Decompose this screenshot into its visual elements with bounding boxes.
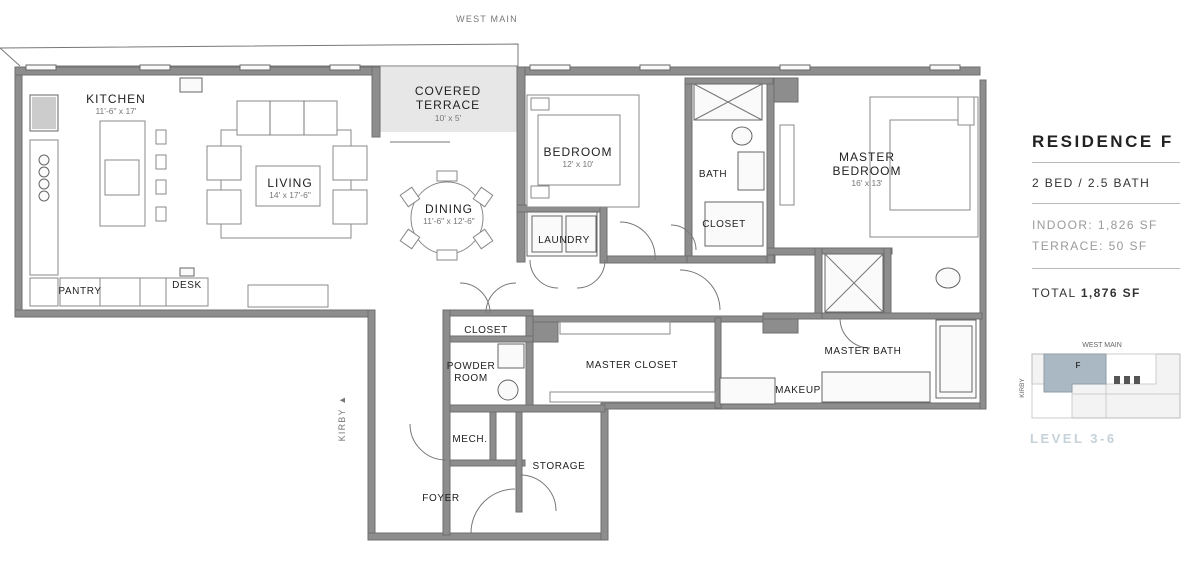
street-label-west-main: WEST MAIN <box>456 14 518 24</box>
street-label-kirby: KIRBY ▲ <box>337 395 347 442</box>
svg-text:ROOM: ROOM <box>454 373 488 384</box>
room-label-closet-hall: CLOSET <box>464 325 508 336</box>
divider <box>1032 162 1180 163</box>
svg-text:LIVING: LIVING <box>267 176 312 190</box>
room-label-desk: DESK <box>172 280 202 291</box>
laundry-appliances <box>526 211 598 257</box>
svg-text:POWDER: POWDER <box>447 361 496 372</box>
svg-text:KITCHEN: KITCHEN <box>86 92 146 106</box>
room-label-closet-bedroom: CLOSET <box>702 219 746 230</box>
key-plan: WEST MAIN KIRBY F <box>1019 342 1181 419</box>
bedroom-furniture <box>526 94 640 208</box>
keyplan-street-kirby: KIRBY <box>1019 378 1026 398</box>
svg-text:DINING: DINING <box>425 202 473 216</box>
divider <box>1032 268 1180 269</box>
room-label-master-bath: MASTER BATH <box>825 346 902 357</box>
svg-text:BEDROOM: BEDROOM <box>832 164 901 178</box>
room-label-storage: STORAGE <box>533 461 586 472</box>
keyplan-unit-highlight <box>1043 353 1107 393</box>
interior-walls <box>442 77 983 536</box>
room-label-foyer: FOYER <box>422 493 459 504</box>
dining-table <box>399 170 494 261</box>
kitchen-fixtures <box>29 77 209 307</box>
windows <box>25 64 961 71</box>
master-bath-fixtures <box>719 253 977 405</box>
svg-text:11'-6" x 12'-6": 11'-6" x 12'-6" <box>423 216 475 226</box>
residence-title: RESIDENCE F <box>1032 132 1174 151</box>
room-label-laundry: LAUNDRY <box>538 235 590 246</box>
svg-text:MASTER: MASTER <box>839 150 895 164</box>
living-furniture <box>206 100 368 308</box>
beds-baths: 2 BED / 2.5 BATH <box>1032 176 1151 190</box>
keyplan-street-west-main: WEST MAIN <box>1082 342 1122 349</box>
keyplan-unit-marker: F <box>1076 361 1081 370</box>
exterior-walls <box>14 66 987 541</box>
room-label-kitchen: KITCHEN 11'-6" x 17' <box>86 92 146 116</box>
indoor-area: INDOOR: 1,826 SF <box>1032 218 1158 232</box>
room-label-master-closet: MASTER CLOSET <box>586 360 678 371</box>
svg-text:TERRACE: TERRACE <box>416 98 480 112</box>
bath-fixtures <box>693 83 765 247</box>
master-closet-shelving <box>549 321 716 403</box>
svg-text:COVERED: COVERED <box>415 84 481 98</box>
terrace-area: TERRACE: 50 SF <box>1032 239 1148 253</box>
level-label: LEVEL 3-6 <box>1030 431 1117 446</box>
master-bedroom-furniture <box>779 96 979 238</box>
svg-text:14' x 17'-6": 14' x 17'-6" <box>269 190 311 200</box>
room-label-pantry: PANTRY <box>58 286 101 297</box>
svg-text:10' x 5': 10' x 5' <box>435 113 462 123</box>
covered-terrace-floor <box>380 67 517 132</box>
room-label-makeup: MAKEUP <box>775 385 821 396</box>
total-label: TOTAL <box>1032 286 1077 300</box>
room-label-bedroom: BEDROOM 12' x 10' <box>543 145 612 169</box>
svg-text:11'-6" x 17': 11'-6" x 17' <box>95 106 136 116</box>
total-area: TOTAL 1,876 SF <box>1032 286 1141 300</box>
room-label-living: LIVING 14' x 17'-6" <box>267 176 312 200</box>
svg-text:BEDROOM: BEDROOM <box>543 145 612 159</box>
room-label-mech: MECH. <box>452 434 487 445</box>
room-label-covered-terrace: COVERED TERRACE 10' x 5' <box>415 84 481 123</box>
room-label-bath: BATH <box>699 169 727 180</box>
room-label-dining: DINING 11'-6" x 12'-6" <box>423 202 475 226</box>
total-value: 1,876 SF <box>1080 286 1141 300</box>
room-label-master-bedroom: MASTER BEDROOM 16' x 13' <box>832 150 901 188</box>
svg-text:12' x 10': 12' x 10' <box>562 159 594 169</box>
room-label-powder-room: POWDER ROOM <box>447 361 496 384</box>
door-swings <box>390 141 871 534</box>
svg-text:16' x 13': 16' x 13' <box>851 178 883 188</box>
powder-room-fixtures <box>497 343 525 401</box>
divider <box>1032 203 1180 204</box>
